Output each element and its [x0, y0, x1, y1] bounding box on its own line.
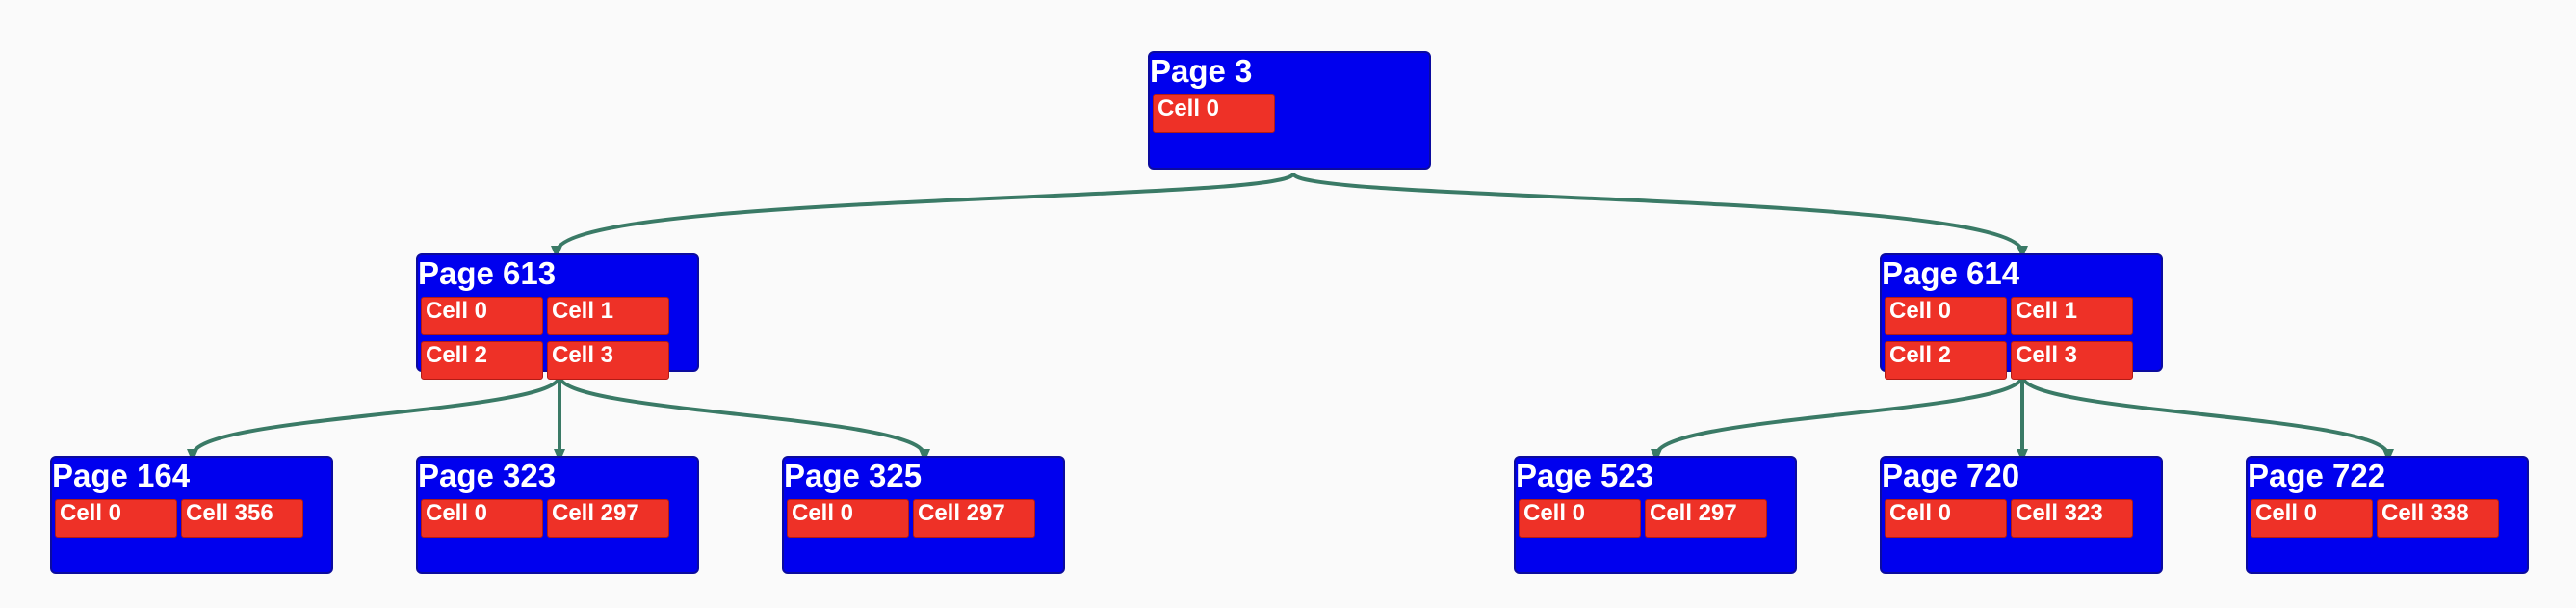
- cell[interactable]: Cell 297: [547, 499, 669, 538]
- page-node-level2-0[interactable]: Page 164 Cell 0 Cell 356: [50, 456, 333, 574]
- cell[interactable]: Cell 3: [547, 341, 669, 380]
- cell[interactable]: Cell 0: [1519, 499, 1641, 538]
- page-node-level2-5[interactable]: Page 722 Cell 0 Cell 338: [2246, 456, 2529, 574]
- page-node-level2-2[interactable]: Page 325 Cell 0 Cell 297: [782, 456, 1065, 574]
- page-title: Page 164: [52, 458, 191, 493]
- edge-page-3-to-page-613: [551, 172, 1295, 259]
- cell[interactable]: Cell 0: [1153, 94, 1275, 133]
- cell[interactable]: Cell 0: [787, 499, 909, 538]
- edge-page-613-to-page-325: [558, 375, 930, 463]
- edge-page-613-to-page-164: [187, 375, 561, 463]
- cell[interactable]: Cell 297: [913, 499, 1035, 538]
- cell[interactable]: Cell 0: [1885, 297, 2007, 335]
- cell[interactable]: Cell 356: [181, 499, 303, 538]
- page-title: Page 3: [1150, 53, 1253, 89]
- page-title: Page 323: [418, 458, 557, 493]
- cell[interactable]: Cell 3: [2011, 341, 2133, 380]
- cell[interactable]: Cell 2: [1885, 341, 2007, 380]
- cell[interactable]: Cell 338: [2377, 499, 2499, 538]
- edge-page-3-to-page-614: [1291, 172, 2028, 259]
- page-node-level1-1[interactable]: Page 614 Cell 0 Cell 1 Cell 2 Cell 3: [1880, 253, 2163, 380]
- cell[interactable]: Cell 297: [1645, 499, 1767, 538]
- cell[interactable]: Cell 0: [2251, 499, 2373, 538]
- page-title: Page 720: [1882, 458, 2020, 493]
- cell[interactable]: Cell 323: [2011, 499, 2133, 538]
- edge-page-614-to-page-722: [2020, 375, 2394, 463]
- page-node-root[interactable]: Page 3 Cell 0: [1148, 51, 1431, 170]
- page-title: Page 325: [784, 458, 923, 493]
- page-title: Page 722: [2248, 458, 2386, 493]
- page-node-level2-4[interactable]: Page 720 Cell 0 Cell 323: [1880, 456, 2163, 574]
- page-title: Page 523: [1516, 458, 1654, 493]
- page-node-level2-1[interactable]: Page 323 Cell 0 Cell 297: [416, 456, 699, 574]
- cell[interactable]: Cell 0: [1885, 499, 2007, 538]
- page-title: Page 614: [1882, 255, 2020, 291]
- page-node-level2-3[interactable]: Page 523 Cell 0 Cell 297: [1514, 456, 1797, 574]
- cell[interactable]: Cell 1: [2011, 297, 2133, 335]
- cell[interactable]: Cell 0: [421, 297, 543, 335]
- cell[interactable]: Cell 1: [547, 297, 669, 335]
- cell[interactable]: Cell 2: [421, 341, 543, 380]
- page-title: Page 613: [418, 255, 557, 291]
- cell[interactable]: Cell 0: [55, 499, 177, 538]
- page-node-level1-0[interactable]: Page 613 Cell 0 Cell 1 Cell 2 Cell 3: [416, 253, 699, 380]
- edge-page-614-to-page-523: [1651, 375, 2024, 463]
- cell[interactable]: Cell 0: [421, 499, 543, 538]
